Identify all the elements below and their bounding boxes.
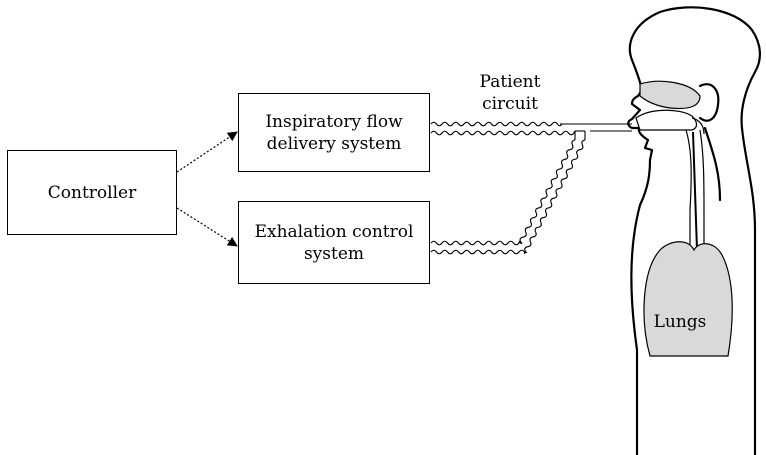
lungs-shape — [643, 241, 733, 357]
patient-circuit-label: Patient circuit — [479, 72, 541, 114]
controller-to-inspiratory-arrow — [176, 131, 238, 173]
exhalation-control-box: Exhalation control system — [238, 201, 430, 284]
exhalation-control-label: Exhalation control system — [254, 221, 414, 264]
controller-to-exhalation-arrow — [176, 207, 238, 247]
controller-label: Controller — [47, 182, 137, 203]
controller-box: Controller — [7, 150, 177, 235]
airway — [635, 80, 733, 357]
patient-circuit-tubing — [430, 121, 632, 255]
lungs-label: Lungs — [653, 312, 707, 332]
inspiratory-flow-box: Inspiratory flow delivery system — [238, 93, 430, 172]
patient-silhouette — [627, 6, 761, 455]
inspiratory-flow-label: Inspiratory flow delivery system — [265, 111, 403, 154]
